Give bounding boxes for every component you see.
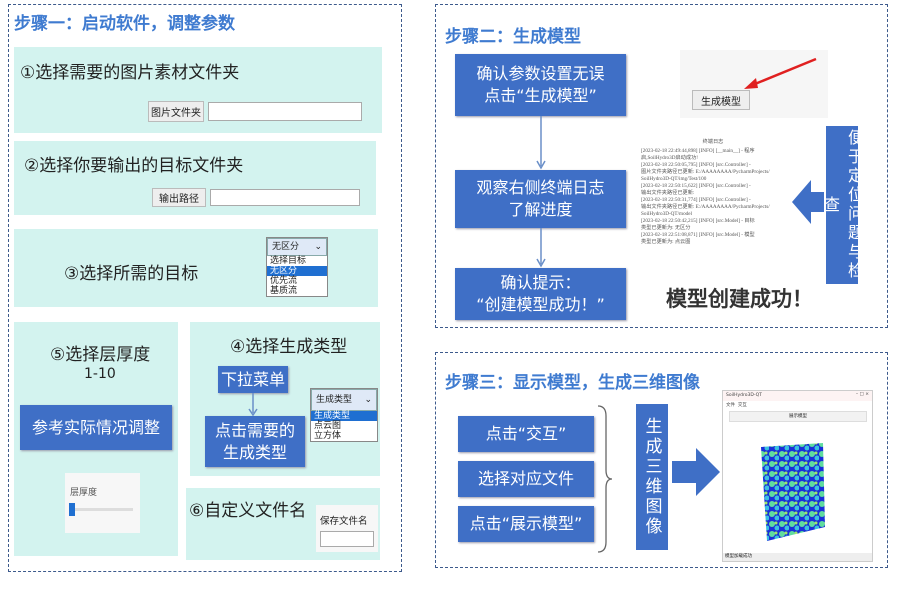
image-folder-button[interactable]: 图片文件夹 xyxy=(148,101,204,122)
click-interact-box: 点击“交互” xyxy=(458,416,594,452)
dropdown-menu-box: 下拉菜单 xyxy=(218,366,288,393)
log-line: [2023-02-18 22:50:31,774] [INFO] [src.Co… xyxy=(641,197,751,203)
menu-file[interactable]: 文件 xyxy=(726,403,735,408)
log-line: [2023-02-18 22:50:42,215] [INFO] [src.Mo… xyxy=(641,218,755,224)
arrow-right-icon xyxy=(672,448,720,496)
arrow-down-icon xyxy=(536,116,546,170)
arrow-down-icon xyxy=(248,393,258,417)
output-folder-label: ②选择你要输出的目标文件夹 xyxy=(24,156,244,176)
thickness-label: ⑤选择层厚度 xyxy=(50,345,151,365)
window-controls[interactable]: – □ × xyxy=(855,392,869,397)
log-line: [2023-02-18 22:51:08,871] [INFO] [src.Mo… xyxy=(641,232,755,238)
slider-label: 层厚度 xyxy=(70,488,98,498)
log-line: 输出文件夹路径已更新: xyxy=(641,190,695,196)
window-title: SoilHydro3D-QT xyxy=(726,393,762,398)
thickness-slider-card: 层厚度 xyxy=(65,473,140,533)
model-viewer-window: SoilHydro3D-QT – □ × 文件 交互 展示模型 模型加载成功 xyxy=(722,390,873,562)
step2-panel xyxy=(435,4,888,328)
log-line: 类型已更新为: 点云图 xyxy=(641,239,691,245)
red-arrow-icon xyxy=(744,57,817,89)
filename-card-label: 保存文件名 xyxy=(320,516,368,527)
chevron-down-icon: ⌄ xyxy=(314,242,322,252)
gen-type-selected: 生成类型 xyxy=(316,395,353,405)
log-line: SoilHydro3D-QT/model xyxy=(641,211,693,217)
step1-panel xyxy=(8,4,402,572)
log-line: SoilHydro3D-QT/img/Test/100 xyxy=(641,176,707,182)
select-file-box: 选择对应文件 xyxy=(458,461,594,497)
confirm-success-box: 确认提示： “创建模型成功！” xyxy=(455,268,626,320)
window-menu: 文件 交互 xyxy=(726,402,747,408)
target-option[interactable]: 优先流 xyxy=(270,276,298,286)
locate-issues-box: 便于定位问题与检查 xyxy=(821,126,864,284)
log-line: [2023-02-18 22:50:05,795] [INFO] [src.Co… xyxy=(641,162,751,168)
filename-input[interactable] xyxy=(320,531,374,547)
gen-type-option[interactable]: 生成类型 xyxy=(311,411,377,421)
menu-interact[interactable]: 交互 xyxy=(737,403,747,408)
slider-handle[interactable] xyxy=(69,503,75,516)
bracket-icon xyxy=(597,405,613,553)
confirm-params-box: 确认参数设置无误 点击“生成模型” xyxy=(455,54,626,116)
chevron-down-icon: ⌄ xyxy=(364,395,372,405)
image-folder-input[interactable] xyxy=(208,102,362,121)
log-line: [2023-02-18 22:50:15,622] [INFO] [src.Co… xyxy=(641,183,751,189)
arrow-left-icon xyxy=(792,180,824,224)
window-status: 模型加载成功 xyxy=(723,553,872,561)
target-dropdown[interactable]: 无区分 ⌄ 选择目标 无区分 优先流 基质流 xyxy=(266,237,328,297)
log-title: 终端日志 xyxy=(702,139,724,145)
step2-title: 步骤二：生成模型 xyxy=(445,27,581,47)
target-selected: 无区分 xyxy=(272,242,300,252)
arrow-down-icon xyxy=(536,228,546,268)
generate-3d-box: 生成三维图像 xyxy=(636,404,668,550)
log-line: 输出文件夹路径已更新: E:/AAAAAAAA/PycharmProjects/ xyxy=(641,204,770,210)
3d-model-render xyxy=(761,443,825,541)
gen-type-label: ④选择生成类型 xyxy=(230,337,348,357)
select-folder-label: ①选择需要的图片素材文件夹 xyxy=(20,63,240,83)
log-line: [2023-02-18 22:49:44,898] [INFO] [__main… xyxy=(641,148,755,154)
log-line: 类型已更新为: 无区分 xyxy=(641,225,691,231)
generate-model-button[interactable]: 生成模型 xyxy=(692,90,750,110)
step3-panel xyxy=(435,352,888,568)
log-line: 启,SoilHydro3D启动成功! xyxy=(641,155,698,161)
gen-type-select[interactable]: 生成类型 ⌄ xyxy=(311,389,377,411)
target-option[interactable]: 无区分 xyxy=(267,266,327,276)
success-message: 模型创建成功！ xyxy=(666,287,813,311)
adjust-hint: 参考实际情况调整 xyxy=(20,405,172,450)
target-option[interactable]: 基质流 xyxy=(270,286,298,296)
target-option[interactable]: 选择目标 xyxy=(270,256,307,266)
terminal-log: 终端日志 [2023-02-18 22:49:44,898] [INFO] [_… xyxy=(638,136,788,249)
output-path-button[interactable]: 输出路径 xyxy=(152,188,206,207)
step1-title: 步骤一：启动软件，调整参数 xyxy=(14,14,235,34)
output-path-input[interactable] xyxy=(210,189,360,206)
filename-label: ⑥自定义文件名 xyxy=(189,501,307,521)
show-model-button-label: 展示模型 xyxy=(789,414,807,419)
log-line: 图片文件夹路径已更新: E:/AAAAAAAA/PycharmProjects/ xyxy=(641,169,770,175)
filename-card: 保存文件名 xyxy=(316,505,378,552)
gen-type-option[interactable]: 立方体 xyxy=(314,431,342,441)
slider-track[interactable] xyxy=(71,508,133,511)
thickness-range: 1-10 xyxy=(84,366,116,382)
step3-title: 步骤三：显示模型，生成三维图像 xyxy=(445,373,700,393)
show-model-button[interactable]: 展示模型 xyxy=(729,411,867,422)
show-model-box: 点击“展示模型” xyxy=(458,506,594,542)
target-label: ③选择所需的目标 xyxy=(64,264,199,284)
gen-type-option[interactable]: 点云图 xyxy=(314,421,342,431)
gen-type-dropdown[interactable]: 生成类型 ⌄ 生成类型 点云图 立方体 xyxy=(310,388,378,442)
window-titlebar: SoilHydro3D-QT – □ × xyxy=(723,391,872,401)
click-type-box: 点击需要的 生成类型 xyxy=(205,416,305,467)
observe-log-box: 观察右侧终端日志 了解进度 xyxy=(455,170,626,228)
target-select[interactable]: 无区分 ⌄ xyxy=(267,238,327,256)
